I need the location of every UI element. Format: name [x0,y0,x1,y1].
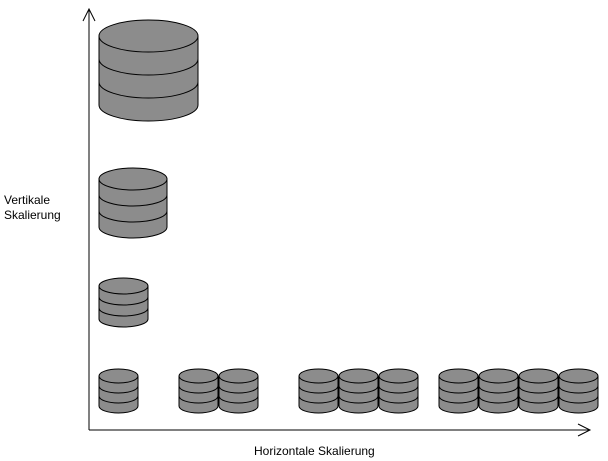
cylinder-segment-line [438,385,479,394]
cylinder-segment-line [218,395,259,404]
database-horizontal-group1-node1 [98,368,139,414]
cylinder-top-rim [298,375,339,384]
database-vertical-medium [98,277,149,328]
y-axis [82,7,96,430]
cylinder-top-rim [338,375,379,384]
cylinder-segment-line [378,385,419,394]
cylinder-top-rim [98,375,139,384]
cylinder-segment-line [98,58,199,76]
database-horizontal-group3-node3 [378,368,419,414]
cylinder-segment-line [178,395,219,404]
cylinder-segment-line [178,385,219,394]
cylinder-segment-line [558,385,599,394]
database-horizontal-group3-node2 [338,368,379,414]
cylinder-segment-line [98,194,168,207]
cylinder-segment-line [218,385,259,394]
x-axis-label: Horizontale Skalierung [254,444,375,458]
cylinder-segment-line [518,385,559,394]
cylinder-segment-line [98,210,168,223]
cylinder-segment-line [298,395,339,404]
database-horizontal-group2-node1 [178,368,219,414]
database-horizontal-group4-node1 [438,368,479,414]
cylinder-top-rim [218,375,259,384]
y-axis-arrowhead [82,7,96,22]
cylinder-top-rim [478,375,519,384]
database-horizontal-group4-node4 [558,368,599,414]
cylinder-segment-line [478,395,519,404]
cylinder-segment-line [98,296,149,306]
database-cylinders [98,19,599,414]
cylinder-segment-line [478,385,519,394]
database-vertical-large [98,167,168,239]
database-horizontal-group4-node2 [478,368,519,414]
database-horizontal-group3-node1 [298,368,339,414]
cylinder-segment-line [518,395,559,404]
cylinder-segment-line [98,307,149,317]
database-horizontal-group2-node2 [218,368,259,414]
cylinder-segment-line [558,395,599,404]
cylinder-top-rim [98,35,199,53]
y-axis-label: Vertikale Skalierung [4,193,61,223]
cylinder-top-rim [518,375,559,384]
cylinder-segment-line [438,395,479,404]
cylinder-top-rim [438,375,479,384]
cylinder-top-rim [178,375,219,384]
cylinder-top-rim [98,285,149,295]
cylinder-segment-line [98,385,139,394]
database-vertical-largest [98,19,199,122]
x-axis-arrowhead [577,423,592,437]
cylinder-top-rim [558,375,599,384]
cylinder-segment-line [378,395,419,404]
cylinder-segment-line [298,385,339,394]
y-axis-label-line2: Skalierung [4,208,61,222]
cylinder-top-rim [98,178,168,191]
cylinder-segment-line [98,81,199,99]
cylinder-segment-line [338,395,379,404]
x-axis [89,423,592,437]
cylinder-segment-line [98,395,139,404]
y-axis-label-line1: Vertikale [4,193,51,207]
cylinder-segment-line [338,385,379,394]
cylinder-top-rim [378,375,419,384]
database-horizontal-group4-node3 [518,368,559,414]
